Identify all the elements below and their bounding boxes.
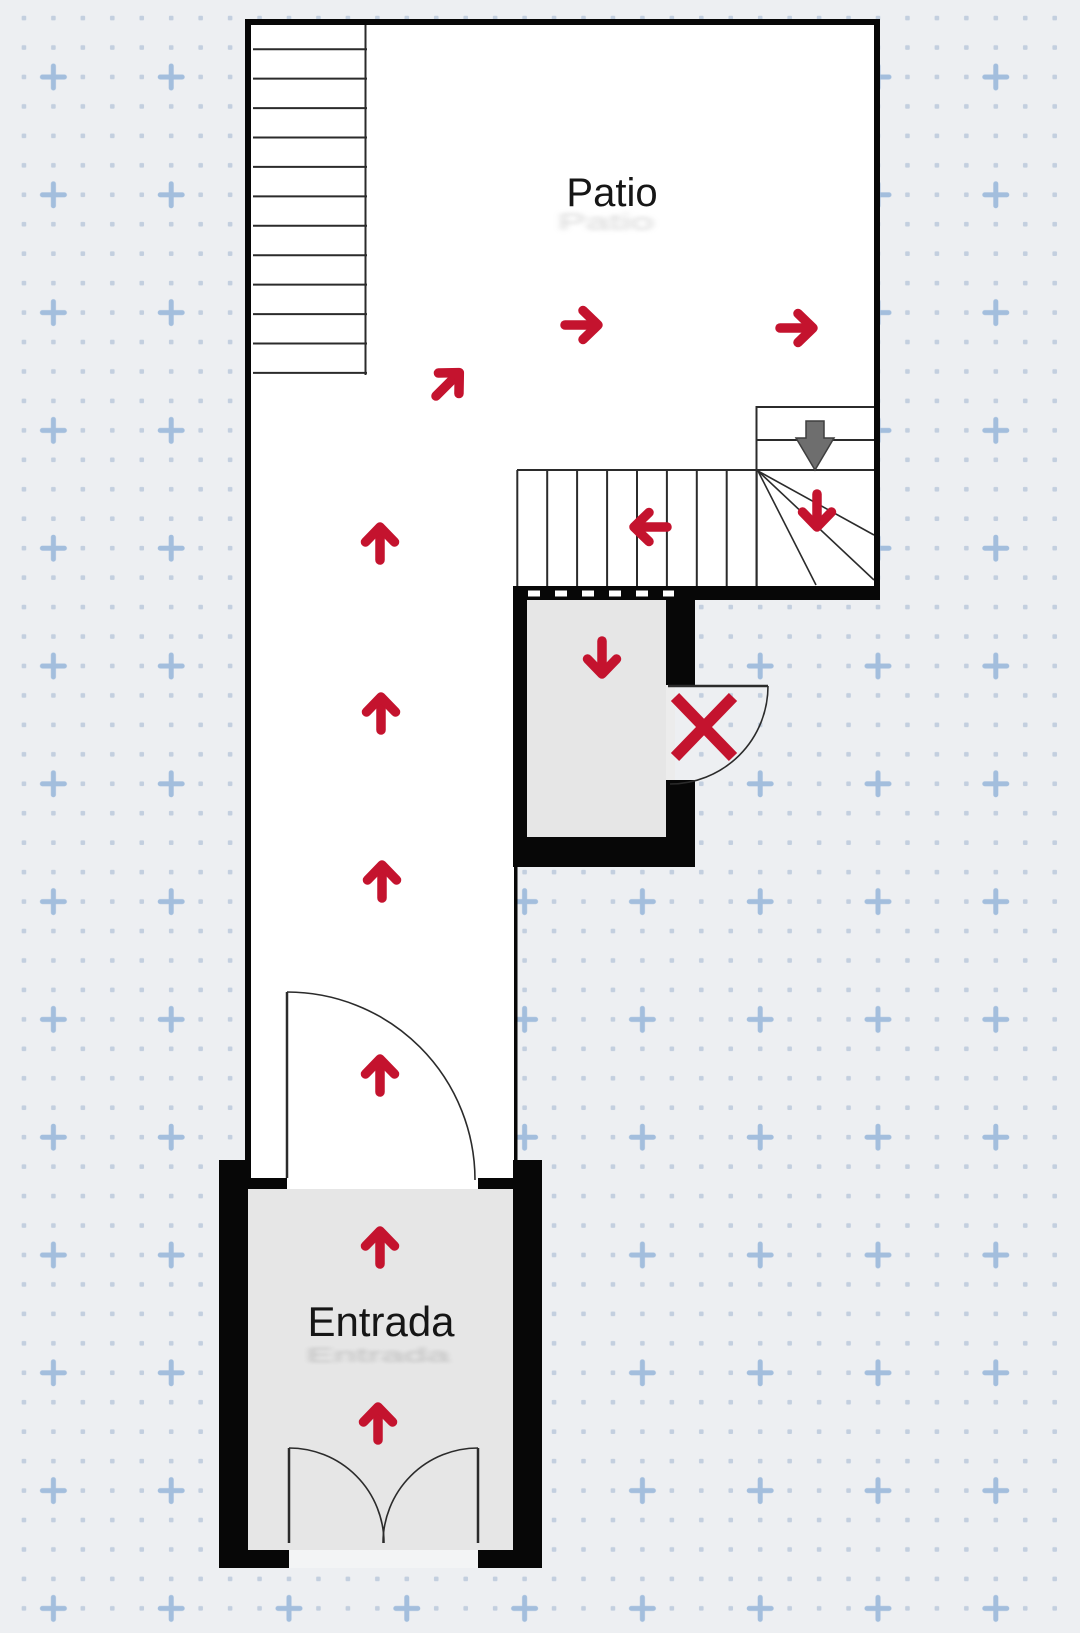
blocked-marker-layer (670, 693, 738, 761)
entrada-threshold (289, 1550, 478, 1568)
label-shadow-artifact: Patio (558, 209, 654, 236)
doors (285, 684, 769, 1544)
entrance-double-door-right-arc (382, 1447, 479, 1544)
stairs-down-gray-arrow (794, 420, 836, 472)
door-opening-floor (666, 685, 675, 780)
entrada-top-wall-left (248, 1178, 287, 1189)
room-left-wall (513, 600, 527, 867)
storage-room-floor (527, 600, 666, 837)
entrance-double-door-left-arc (288, 1447, 385, 1544)
entrada-left-wall (219, 1160, 248, 1568)
outline-right-wall (874, 19, 880, 600)
outline-top-wall (245, 19, 880, 25)
room-bottom-wall (513, 837, 695, 867)
labels: Patio Patio Entrada Entrada (307, 171, 658, 1366)
room-right-wall-upper (666, 600, 695, 685)
outline-left-wall (245, 19, 251, 1179)
label-shadow-artifact: Entrada (307, 1344, 450, 1366)
entrada-top-wall-right (478, 1178, 513, 1189)
winder-fan-line (757, 470, 817, 586)
entrada-right-wall (513, 1160, 542, 1568)
patio-area (245, 19, 880, 600)
walls (219, 19, 880, 1568)
room-top-wall-band (513, 586, 880, 600)
top-left-staircase (253, 25, 367, 375)
patio-label: Patio (566, 171, 657, 215)
corridor-right-wall (514, 867, 518, 1160)
blocked-door-x-marker (670, 693, 738, 761)
corridor-door-swing-arc (286, 991, 476, 1181)
entrada-label: Entrada (307, 1298, 455, 1345)
storage-room-door-swing-arc (669, 685, 769, 785)
